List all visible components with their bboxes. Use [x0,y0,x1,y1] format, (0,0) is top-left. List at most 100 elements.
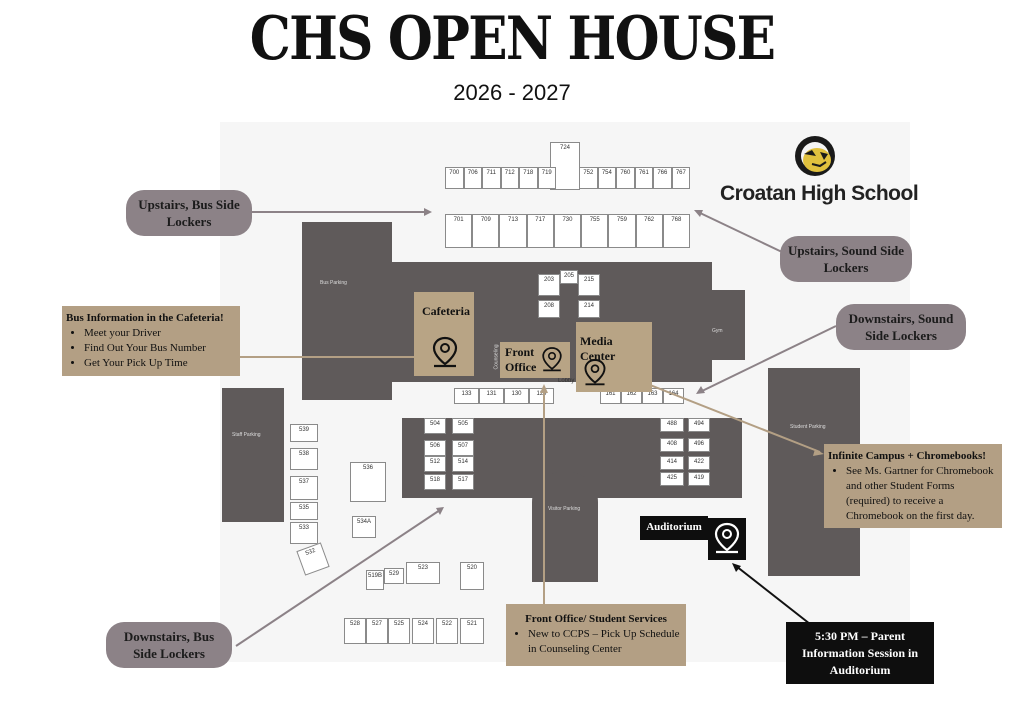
infinite-campus-heading: Infinite Campus + Chromebooks! [828,450,986,462]
room: 701 [445,214,473,248]
room: 512 [424,456,446,472]
room: 768 [662,214,690,248]
room: 539 [290,424,318,442]
bus-info-list: Meet your Driver Find Out Your Bus Numbe… [66,326,236,371]
room: 214 [578,300,600,318]
upper-wing-top-rooms: 700 706 711 712 718 719 752 754 760 761 … [445,167,691,189]
room: 712 [500,167,519,189]
bus-parking-label: Bus Parking [320,280,347,286]
bus-parking-area [302,222,392,400]
room: 488 [660,418,684,432]
room: 766 [653,167,672,189]
cafeteria-label: Cafeteria [422,304,470,318]
room: 208 [538,300,560,318]
room: 538 [290,448,318,470]
room: 130 [504,388,529,404]
room: 504 [424,418,446,434]
room: 717 [526,214,554,248]
room: 514 [452,456,474,472]
location-pin-icon [432,336,458,368]
front-office-marker: Front Office [500,342,570,378]
room: 494 [688,418,710,432]
room: 419 [688,472,710,486]
room: 755 [581,214,609,248]
room: 425 [660,472,684,486]
gym-area [687,290,745,360]
room: 700 [445,167,464,189]
room: 524 [412,618,434,644]
school-logo [720,132,910,212]
school-year: 2026 - 2027 [453,80,571,105]
room: 506 [424,440,446,456]
room: 527 [366,618,388,644]
room: 525 [388,618,410,644]
bus-info-box: Bus Information in the Cafeteria! Meet y… [62,306,240,376]
room: 522 [436,618,458,644]
room: 535 [290,502,318,520]
counseling-label: Counseling [493,344,500,370]
auditorium-pin [708,518,746,560]
callout-downstairs-bus: Downstairs, Bus Side Lockers [106,622,232,668]
room: 529 [384,568,404,584]
room: 709 [472,214,500,248]
room: 711 [482,167,501,189]
cafeteria-marker: Cafeteria [414,292,474,376]
front-office-services-list: New to CCPS – Pick Up Schedule in Counse… [510,627,682,657]
infinite-campus-box: Infinite Campus + Chromebooks! See Ms. G… [824,444,1002,528]
room: 505 [452,418,474,434]
room: 536 [350,462,386,502]
parent-session-box: 5:30 PM – Parent Information Session in … [786,622,934,684]
list-item: New to CCPS – Pick Up Schedule in Counse… [528,627,682,657]
room: 205 [560,270,578,284]
room: 528 [344,618,366,644]
room: 537 [290,476,318,500]
room: 533 [290,522,318,544]
room: 521 [460,618,484,644]
front-office-services-box: Front Office/ Student Services New to CC… [506,604,686,666]
room: 534A [352,516,376,538]
room: 523 [406,562,440,584]
infinite-campus-list: See Ms. Gartner for Chromebook and other… [828,464,998,524]
visitor-parking-area [532,472,598,582]
room: 519B [366,570,384,590]
room: 718 [519,167,538,189]
room: 767 [671,167,691,189]
room: 408 [660,438,684,452]
room: 131 [479,388,504,404]
page-title: CHS OPEN HOUSE [249,4,776,74]
room: 215 [578,274,600,296]
auditorium-label: Auditorium [640,516,708,540]
callout-upstairs-bus: Upstairs, Bus Side Lockers [126,190,252,236]
room: 133 [454,388,479,404]
room: 752 [579,167,598,189]
staff-parking-label: Staff Parking [232,432,261,438]
room: 129 [529,388,554,404]
school-name: Croatan High School [720,182,919,205]
media-center-label: Media Center [580,334,616,363]
gym-label: Gym [712,328,723,334]
room: 414 [660,456,684,470]
room: 713 [499,214,527,248]
room: 719 [537,167,556,189]
staff-parking-area [222,388,284,522]
room: 761 [634,167,654,189]
room: 520 [460,562,484,590]
visitor-parking-label: Visitor Parking [548,506,581,512]
callout-upstairs-sound: Upstairs, Sound Side Lockers [780,236,912,282]
room: 203 [538,274,560,296]
front-office-services-heading: Front Office/ Student Services [525,613,667,625]
room: 507 [452,440,474,456]
hall-100-left: 133 131 130 129 [454,388,554,404]
room: 496 [688,438,710,452]
student-parking-label: Student Parking [790,424,826,430]
list-item: Find Out Your Bus Number [84,341,236,356]
room: 754 [597,167,617,189]
room: 762 [635,214,663,248]
room: 760 [616,167,635,189]
lobby-label: Lobby [558,378,575,384]
room: 532 [296,542,330,576]
location-pin-icon [714,522,740,554]
location-pin-icon [584,359,606,386]
list-item: Get Your Pick Up Time [84,356,236,371]
room: 422 [688,456,710,470]
